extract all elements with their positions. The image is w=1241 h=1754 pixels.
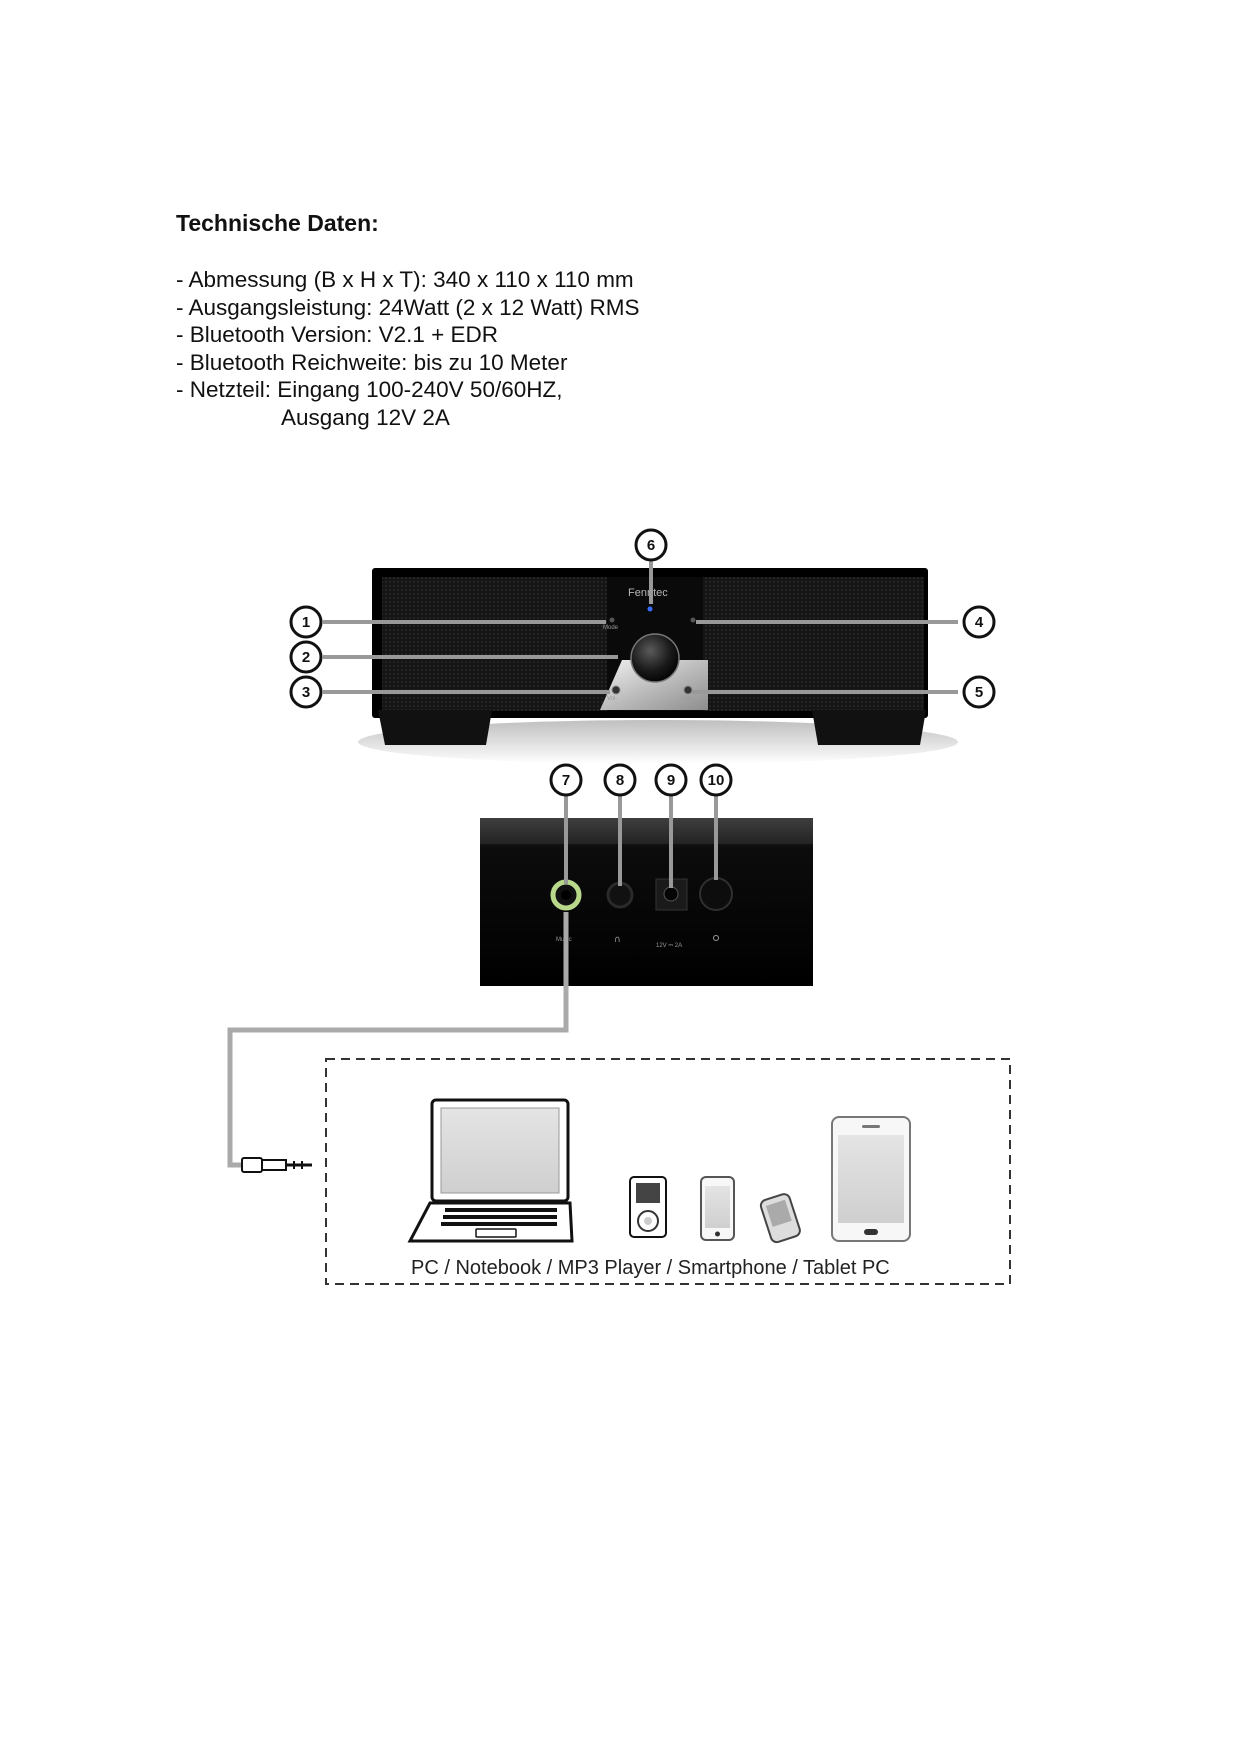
mode-label: Mode [603, 625, 619, 631]
brand-logo: Fenntec [628, 587, 668, 599]
svg-text:5: 5 [975, 684, 983, 701]
headphone-jack [606, 881, 634, 909]
svg-text:10: 10 [708, 772, 725, 789]
dc-rating-label: 12V ⎓ 2A [656, 943, 682, 949]
audio-plug-icon [241, 1157, 312, 1173]
volume-knob [630, 633, 680, 683]
callout-4: 4 [962, 605, 996, 639]
callout-10: 10 [699, 763, 733, 797]
spec-item-dimensions: - Abmessung (B x H x T): 340 x 110 x 110… [176, 267, 634, 292]
speaker-reflection [358, 720, 958, 764]
rear-panel-highlight [480, 818, 813, 844]
speaker-foot-left [378, 710, 492, 745]
spec-list: - Abmessung (B x H x T): 340 x 110 x 110… [176, 266, 640, 431]
section-heading: Technische Daten: [176, 210, 379, 236]
speaker-grille-right [703, 577, 924, 711]
callout-2: 2 [289, 640, 323, 674]
speaker-front-view: Fenntec Mode Vol- Vol+ [358, 568, 958, 764]
mp3-player-icon [629, 1176, 667, 1238]
silver-plate [600, 660, 708, 710]
callout-7: 7 [549, 763, 583, 797]
callout-1: 1 [289, 605, 323, 639]
vol-minus-label: Vol- [607, 696, 617, 702]
vol-minus-button [611, 685, 621, 695]
tablet-icon [831, 1116, 911, 1242]
callout-6: 6 [634, 528, 668, 562]
rear-callout-lines [564, 796, 718, 888]
svg-text:8: 8 [616, 772, 624, 789]
callout-8: 8 [603, 763, 637, 797]
laptop-icon [407, 1098, 574, 1243]
svg-text:3: 3 [302, 684, 310, 701]
spec-item-bluetooth-range: - Bluetooth Reichweite: bis zu 10 Meter [176, 349, 568, 375]
front-callout-lines [323, 560, 958, 694]
devices-caption: PC / Notebook / MP3 Player / Smartphone … [411, 1257, 890, 1279]
vol-plus-button [683, 685, 693, 695]
spec-item-bluetooth-version: - Bluetooth Version: V2.1 + EDR [176, 322, 499, 347]
callout-3: 3 [289, 675, 323, 709]
spec-item-output-power: - Ausgangsleistung: 24Watt (2 x 12 Watt)… [176, 294, 640, 320]
svg-text:1: 1 [302, 614, 310, 631]
spec-item-power-output: Ausgang 12V 2A [281, 404, 450, 430]
power-button [699, 877, 733, 911]
audio-cable [227, 912, 569, 1173]
svg-text:9: 9 [667, 772, 675, 789]
callout-9: 9 [654, 763, 688, 797]
handheld-device-icon [759, 1193, 801, 1244]
play-button [690, 617, 696, 623]
spec-item-power-supply: - Netzteil: Eingang 100-240V 50/60HZ, [176, 377, 563, 402]
svg-text:2: 2 [302, 649, 310, 666]
status-led [647, 606, 653, 612]
svg-text:7: 7 [562, 772, 570, 789]
power-icon [713, 935, 719, 941]
svg-text:6: 6 [647, 537, 655, 554]
devices-box [325, 1058, 1011, 1285]
svg-text:4: 4 [975, 614, 984, 631]
vol-plus-label: Vol+ [681, 696, 693, 702]
speaker-foot-right [812, 710, 926, 745]
headphone-icon: ∩ [614, 935, 621, 945]
callout-5: 5 [962, 675, 996, 709]
speaker-rear-view: Music ∩ 12V ⎓ 2A [480, 818, 813, 986]
speaker-grille-left [382, 577, 607, 711]
smartphone-icon [700, 1176, 735, 1241]
rear-panel [480, 818, 813, 986]
mode-button [609, 617, 615, 623]
